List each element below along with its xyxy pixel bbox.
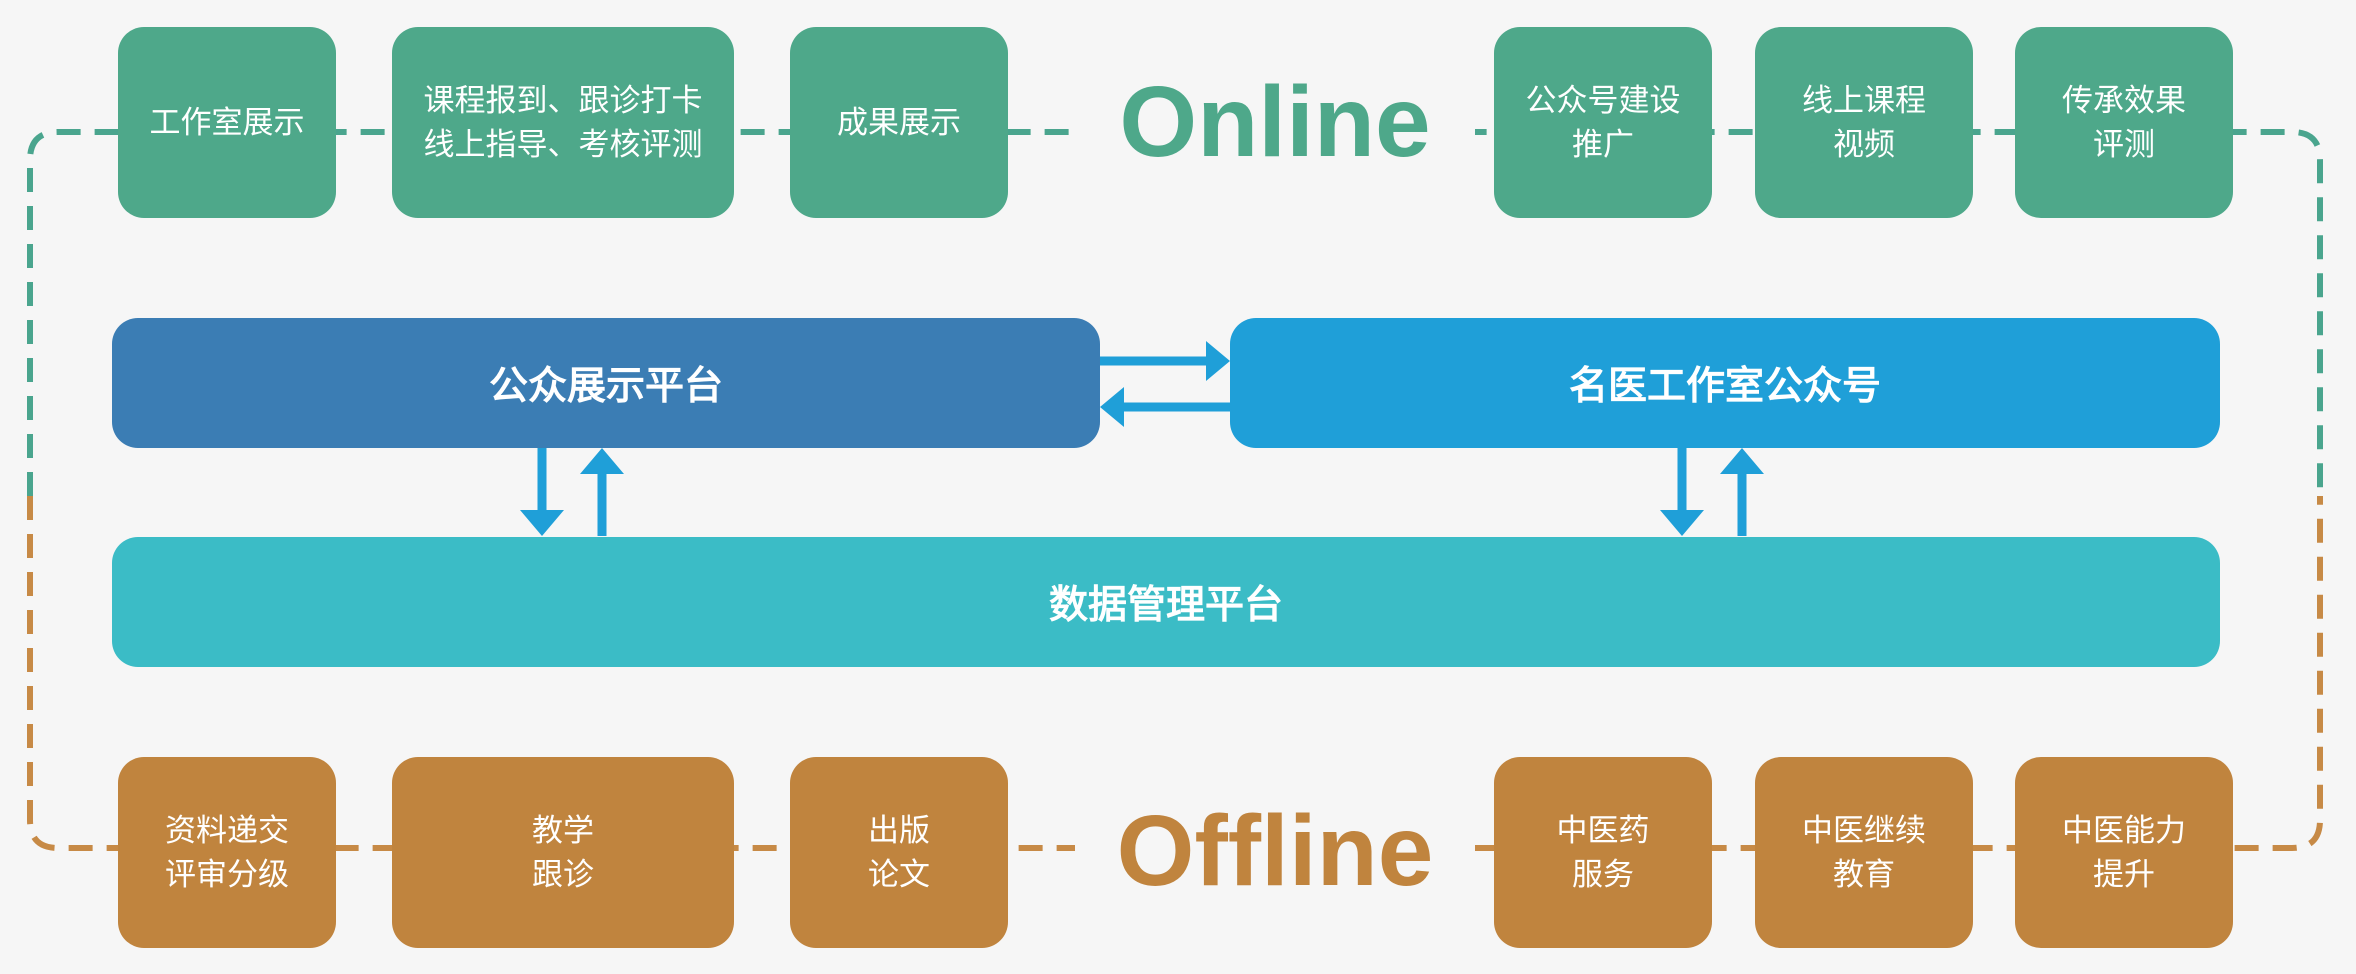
arrow-data-to-public <box>580 448 624 536</box>
online-box-results-display: 成果展示 <box>790 27 1008 218</box>
box-line: 线上课程 <box>1802 82 1926 119</box>
arrow-account-to-data <box>1660 448 1704 536</box>
box-line: 中医能力 <box>2062 812 2186 849</box>
box-line: 中医继续 <box>1802 812 1926 849</box>
box-line: 提升 <box>2093 856 2155 893</box>
box-line: 教学 <box>532 812 594 849</box>
box-line: 视频 <box>1833 126 1895 163</box>
box-line: 出版 <box>868 812 930 849</box>
offline-box-tcm-ability-improvement: 中医能力 提升 <box>2015 757 2233 948</box>
box-line: 推广 <box>1572 126 1634 163</box>
box-line: 评审分级 <box>165 856 289 893</box>
online-box-course-checkin: 课程报到、跟诊打卡 线上指导、考核评测 <box>392 27 734 218</box>
box-line: 中医药 <box>1556 812 1650 849</box>
online-box-inheritance-evaluation: 传承效果 评测 <box>2015 27 2233 218</box>
offline-box-tcm-service: 中医药 服务 <box>1494 757 1712 948</box>
box-line: 评测 <box>2093 126 2155 163</box>
offline-box-material-submission: 资料递交 评审分级 <box>118 757 336 948</box>
box-line: 线上指导、考核评测 <box>423 126 703 163</box>
box-line: 课程报到、跟诊打卡 <box>423 82 703 119</box>
online-label: Online <box>1075 67 1475 177</box>
official-account-platform: 名医工作室公众号 <box>1230 318 2220 448</box>
offline-box-tcm-continuing-education: 中医继续 教育 <box>1755 757 1973 948</box>
online-box-studio-display: 工作室展示 <box>118 27 336 218</box>
offline-box-teaching-followup: 教学 跟诊 <box>392 757 734 948</box>
online-box-account-promotion: 公众号建设 推广 <box>1494 27 1712 218</box>
box-line: 成果展示 <box>837 104 961 141</box>
box-line: 服务 <box>1572 856 1634 893</box>
offline-box-publish-paper: 出版 论文 <box>790 757 1008 948</box>
box-line: 跟诊 <box>532 856 594 893</box>
arrow-data-to-account <box>1720 448 1764 536</box>
arrow-account-to-public <box>1100 387 1230 427</box>
box-line: 公众号建设 <box>1525 82 1681 119</box>
box-line: 工作室展示 <box>149 104 305 141</box>
data-management-platform: 数据管理平台 <box>112 537 2220 667</box>
box-line: 传承效果 <box>2062 82 2186 119</box>
box-line: 教育 <box>1833 856 1895 893</box>
arrow-public-to-account <box>1100 341 1230 381</box>
online-box-online-course-video: 线上课程 视频 <box>1755 27 1973 218</box>
box-line: 资料递交 <box>165 812 289 849</box>
offline-label: Offline <box>1075 796 1475 906</box>
box-line: 论文 <box>868 856 930 893</box>
arrow-public-to-data <box>520 448 564 536</box>
public-display-platform: 公众展示平台 <box>112 318 1100 448</box>
